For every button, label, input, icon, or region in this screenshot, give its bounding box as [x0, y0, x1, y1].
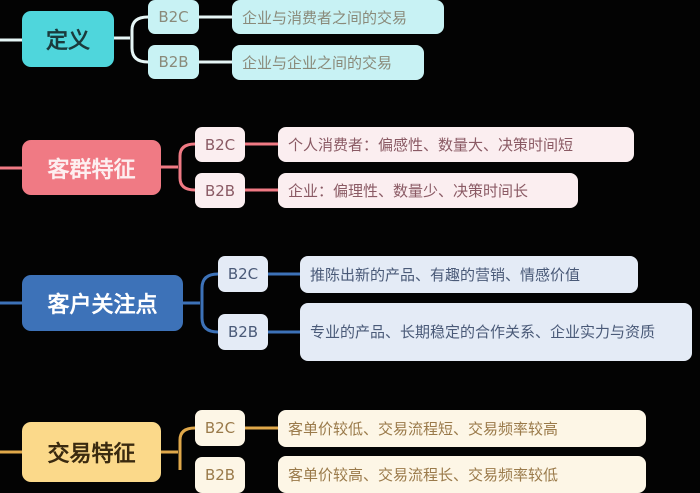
- node-definition-b2b-detail[interactable]: 企业与企业之间的交易: [232, 45, 424, 80]
- node-transaction-b2b[interactable]: B2B: [195, 457, 245, 493]
- detail-text: 推陈出新的产品、有趣的营销、情感价值: [310, 266, 581, 284]
- node-customer-focus[interactable]: 客户关注点: [22, 275, 183, 331]
- type-label: B2B: [158, 53, 189, 71]
- node-customer-focus-label: 客户关注点: [47, 293, 158, 318]
- type-label: B2C: [204, 135, 236, 154]
- type-label: B2C: [204, 419, 236, 437]
- type-label: B2B: [204, 466, 236, 484]
- connector-lines: [0, 15, 300, 470]
- node-customer-group-b2b-detail[interactable]: 企业：偏理性、数量少、决策时间长: [278, 173, 578, 208]
- node-transaction-b2b-detail[interactable]: 客单价较高、交易流程长、交易频率较低: [278, 456, 646, 493]
- node-customer-focus-b2c-detail[interactable]: 推陈出新的产品、有趣的营销、情感价值: [300, 256, 638, 293]
- detail-text: 企业：偏理性、数量少、决策时间长: [288, 182, 529, 200]
- node-definition-b2c[interactable]: B2C: [148, 0, 199, 34]
- node-customer-focus-b2c[interactable]: B2C: [218, 256, 268, 292]
- node-customer-group-b2c-detail[interactable]: 个人消费者：偏感性、数量大、决策时间短: [278, 127, 634, 162]
- type-label: B2B: [227, 323, 259, 341]
- node-customer-group-b2b[interactable]: B2B: [195, 173, 245, 208]
- node-transaction[interactable]: 交易特征: [22, 422, 161, 482]
- type-label: B2B: [204, 181, 236, 200]
- node-transaction-label: 交易特征: [47, 442, 136, 467]
- node-definition-label: 定义: [45, 29, 90, 54]
- node-customer-group[interactable]: 客群特征: [22, 140, 161, 195]
- node-transaction-b2c[interactable]: B2C: [195, 410, 245, 446]
- type-label: B2C: [227, 265, 259, 283]
- node-customer-group-b2c[interactable]: B2C: [195, 127, 245, 162]
- node-definition-b2b[interactable]: B2B: [148, 45, 199, 79]
- detail-text: 企业与企业之间的交易: [242, 54, 393, 72]
- node-customer-focus-b2b[interactable]: B2B: [218, 314, 268, 350]
- detail-text: 客单价较高、交易流程长、交易频率较低: [288, 466, 559, 484]
- node-transaction-b2c-detail[interactable]: 客单价较低、交易流程短、交易频率较高: [278, 410, 646, 447]
- node-definition[interactable]: 定义: [22, 11, 114, 67]
- node-definition-b2c-detail[interactable]: 企业与消费者之间的交易: [232, 0, 444, 34]
- detail-text: 专业的产品、长期稳定的合作关系、企业实力与资质: [310, 323, 656, 341]
- type-label: B2C: [158, 8, 189, 26]
- node-customer-group-label: 客群特征: [47, 157, 136, 183]
- detail-text: 企业与消费者之间的交易: [242, 8, 408, 27]
- node-customer-focus-b2b-detail[interactable]: 专业的产品、长期稳定的合作关系、企业实力与资质: [300, 303, 692, 361]
- detail-text: 个人消费者：偏感性、数量大、决策时间短: [288, 136, 574, 154]
- detail-text: 客单价较低、交易流程短、交易频率较高: [288, 420, 559, 438]
